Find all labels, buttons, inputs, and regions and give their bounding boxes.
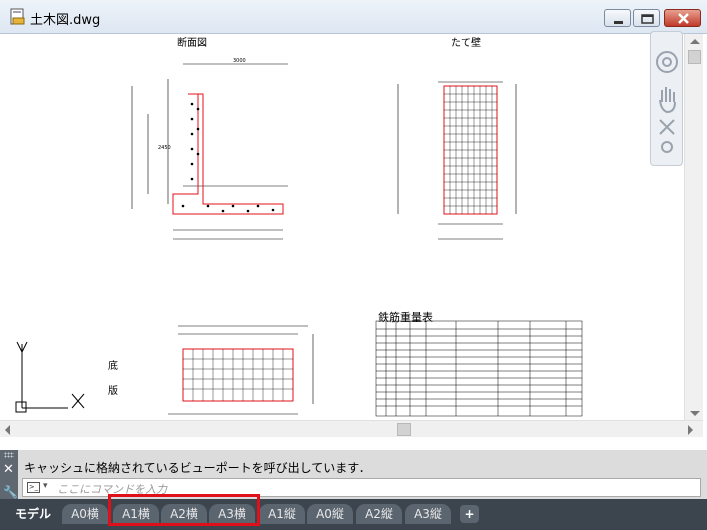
tab-a2-landscape[interactable]: A2横 bbox=[161, 504, 207, 524]
minimize-button[interactable] bbox=[604, 9, 631, 27]
vertical-scrollbar[interactable] bbox=[684, 34, 703, 420]
wall-elevation-frame bbox=[397, 81, 517, 240]
section-view-label: 断面図 bbox=[177, 38, 207, 49]
scroll-left-icon[interactable] bbox=[5, 425, 10, 435]
vertical-scroll-thumb[interactable] bbox=[688, 50, 701, 64]
tab-a1-portrait[interactable]: A1縦 bbox=[259, 504, 305, 524]
scroll-up-icon[interactable] bbox=[690, 39, 700, 44]
minimize-icon bbox=[614, 21, 623, 24]
drag-grip-icon[interactable] bbox=[4, 452, 14, 458]
tab-a2-portrait[interactable]: A2縦 bbox=[356, 504, 402, 524]
orbit-icon bbox=[661, 141, 673, 153]
close-command-line-icon[interactable]: ✕ bbox=[3, 462, 14, 477]
command-placeholder: ここにコマンドを入力 bbox=[57, 483, 167, 496]
layout-tab-bar: モデル A0横 A1横 A2横 A3横 A1縦 A0縦 A2縦 A3縦 + bbox=[0, 499, 707, 530]
maximize-button[interactable] bbox=[633, 9, 660, 27]
cad-drawing: 2450 3000 bbox=[15, 58, 583, 417]
wall-view-label: たて壁 bbox=[451, 38, 481, 49]
scroll-right-icon[interactable] bbox=[688, 425, 693, 435]
footing-plan-frame bbox=[168, 325, 314, 415]
recent-commands-dropdown-icon[interactable]: ▾ bbox=[43, 481, 48, 491]
ucs-icon bbox=[15, 341, 85, 413]
wall-grid bbox=[444, 86, 497, 214]
tab-a3-portrait[interactable]: A3縦 bbox=[405, 504, 451, 524]
command-line-grip[interactable] bbox=[0, 450, 18, 499]
zoom-extents-icon bbox=[659, 119, 675, 135]
tab-a1-landscape[interactable]: A1横 bbox=[113, 504, 159, 524]
rebar-table-title: 鉄筋重量表 bbox=[378, 311, 433, 324]
drawing-canvas[interactable]: 断面図 たて壁 2450 3000 bbox=[8, 34, 684, 419]
title-bar: 土木図.dwg bbox=[0, 0, 707, 34]
tab-model[interactable]: モデル bbox=[6, 504, 60, 524]
footing-label-1: 底 bbox=[108, 359, 118, 372]
navigation-bar bbox=[650, 31, 683, 166]
customize-wrench-icon[interactable]: 🔧 bbox=[3, 485, 18, 499]
tab-a3-landscape[interactable]: A3横 bbox=[209, 504, 255, 524]
command-input[interactable]: >_ ▾ ここにコマンドを入力 bbox=[22, 478, 701, 497]
section-view-drawing: 2450 3000 bbox=[131, 58, 288, 240]
restore-icon bbox=[641, 14, 654, 24]
add-layout-button[interactable]: + bbox=[460, 505, 479, 523]
svg-text:3000: 3000 bbox=[233, 58, 246, 64]
command-prompt-icon[interactable]: >_ bbox=[27, 482, 40, 493]
footing-label-2: 版 bbox=[108, 384, 118, 397]
scroll-down-icon[interactable] bbox=[690, 411, 700, 416]
rebar-weight-table bbox=[375, 320, 583, 417]
command-history-text: キャッシュに格納されているビューポートを呼び出しています． bbox=[24, 461, 371, 475]
footing-grid bbox=[183, 349, 293, 401]
section-view-rebar bbox=[172, 93, 284, 215]
steering-wheel-icon bbox=[656, 51, 678, 73]
window-title: 土木図.dwg bbox=[30, 13, 101, 28]
footing-outline bbox=[182, 348, 294, 402]
navigation-tools bbox=[656, 51, 678, 153]
svg-text:2450: 2450 bbox=[158, 145, 171, 151]
close-icon bbox=[678, 13, 689, 24]
section-view-dots bbox=[181, 102, 275, 213]
dwg-file-icon bbox=[10, 8, 25, 25]
horizontal-scroll-thumb[interactable] bbox=[397, 423, 411, 436]
close-window-button[interactable] bbox=[664, 9, 701, 27]
tab-a0-portrait[interactable]: A0縦 bbox=[307, 504, 353, 524]
horizontal-scrollbar[interactable] bbox=[0, 420, 703, 437]
highlight-box bbox=[108, 494, 260, 526]
pan-hand-icon bbox=[659, 87, 676, 114]
tab-a0-landscape[interactable]: A0横 bbox=[62, 504, 108, 524]
